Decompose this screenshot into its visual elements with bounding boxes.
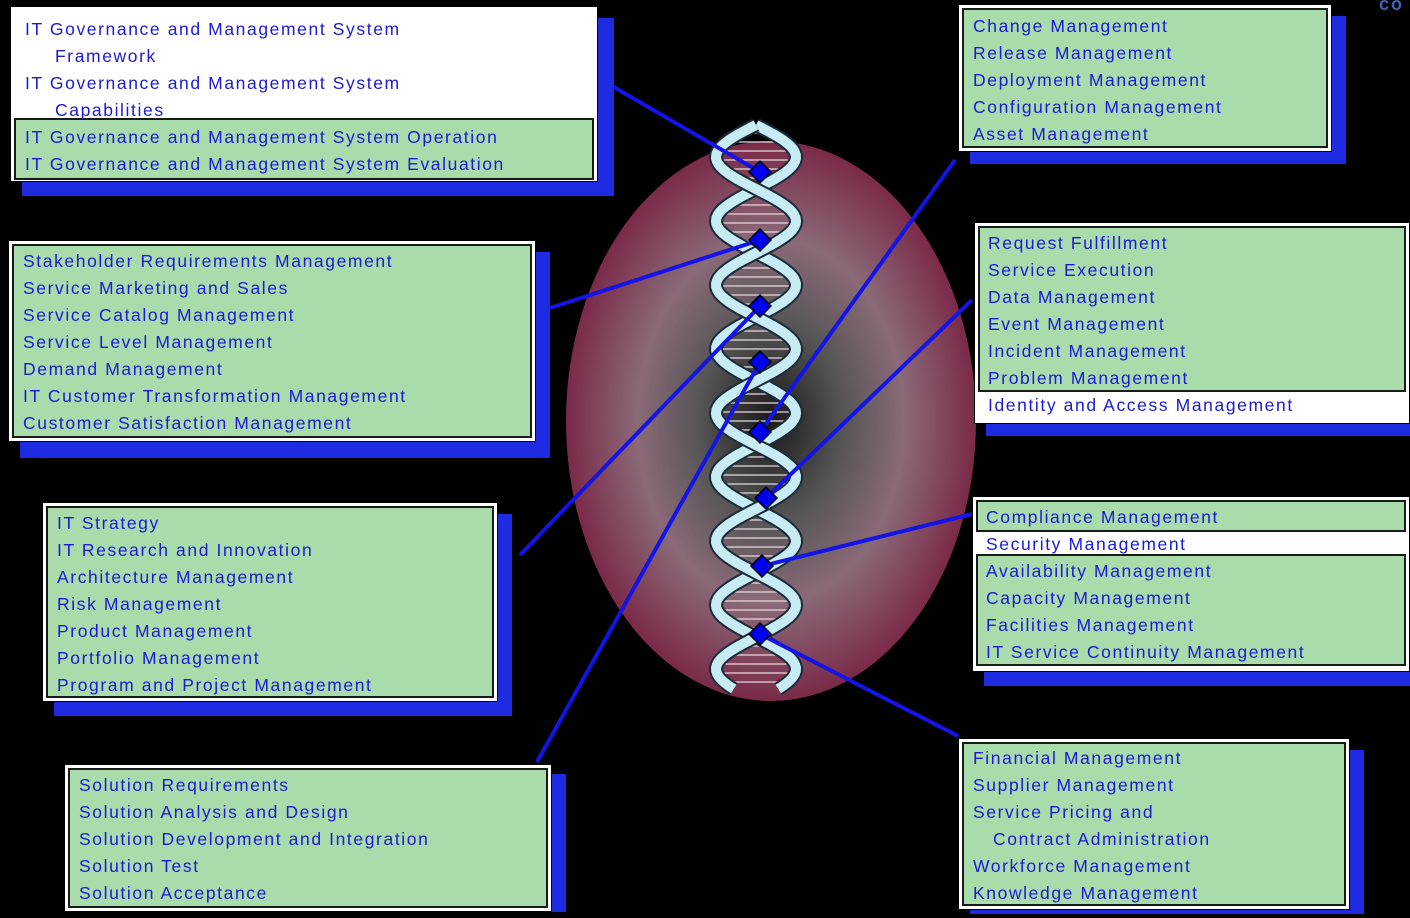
box-line: Framework: [55, 46, 157, 66]
box-line: Service Catalog Management: [23, 305, 296, 325]
node-diamond: [747, 227, 773, 253]
box-line: Problem Management: [988, 368, 1189, 388]
box-line: Service Marketing and Sales: [23, 278, 289, 298]
connector-line: [535, 361, 762, 763]
box-line: Financial Management: [973, 748, 1183, 768]
connector-line: [758, 158, 957, 434]
box-line: IT Governance and Management System: [25, 73, 401, 93]
box-line: Workforce Management: [973, 856, 1192, 876]
dna-helix-icon: [708, 118, 804, 695]
box-line: Solution Acceptance: [79, 883, 268, 903]
box-line: Capacity Management: [986, 588, 1192, 608]
helix-strand: [710, 120, 802, 694]
box-line: Incident Management: [988, 341, 1187, 361]
box-line: Capabilities: [55, 100, 165, 120]
box-line: Architecture Management: [57, 567, 295, 587]
box-line: Compliance Management: [986, 507, 1220, 527]
node-diamond: [747, 159, 773, 185]
stakeholder-box: Stakeholder Requirements Management Serv…: [8, 240, 550, 458]
corner-text: co: [1378, 0, 1404, 14]
connector-lines: [518, 84, 974, 763]
node-diamond: [747, 293, 773, 319]
node-diamond: [747, 621, 773, 647]
box-line: Deployment Management: [973, 70, 1207, 90]
box-line: IT Governance and Management System: [25, 19, 401, 39]
connector-line: [759, 632, 959, 738]
box-line: Stakeholder Requirements Management: [23, 251, 394, 271]
box-line: Release Management: [973, 43, 1174, 63]
box-line: Data Management: [988, 287, 1156, 307]
box-line: Security Management: [986, 534, 1187, 554]
connector-line: [764, 298, 974, 500]
governance-box: IT Governance and Management System Fram…: [10, 6, 614, 196]
box-line: Solution Analysis and Design: [79, 802, 350, 822]
box-line: Asset Management: [973, 124, 1150, 144]
box-line: IT Customer Transformation Management: [23, 386, 407, 406]
node-diamond: [747, 349, 773, 375]
connector-line: [549, 238, 761, 310]
node-diamonds: [747, 159, 779, 647]
box-line: Service Pricing and: [973, 802, 1155, 822]
compliance-box: Compliance Management Security Managemen…: [972, 496, 1410, 686]
box-line: Facilities Management: [986, 615, 1195, 635]
box-line: Request Fulfillment: [988, 233, 1169, 253]
node-diamond: [749, 553, 775, 579]
box-line: IT Research and Innovation: [57, 540, 314, 560]
request-box: Request Fulfillment Service Execution Da…: [974, 222, 1410, 436]
box-line: IT Governance and Management System Eval…: [25, 154, 505, 174]
box-line: IT Strategy: [57, 513, 160, 533]
box-line: Customer Satisfaction Management: [23, 413, 353, 433]
box-line: IT Governance and Management System Oper…: [25, 127, 499, 147]
box-line: Service Level Management: [23, 332, 274, 352]
node-diamond: [747, 419, 773, 445]
box-line: Event Management: [988, 314, 1166, 334]
box-line: Program and Project Management: [57, 675, 373, 695]
box-line: IT Service Continuity Management: [986, 642, 1306, 662]
box-line: Portfolio Management: [57, 648, 261, 668]
box-line: Change Management: [973, 16, 1169, 36]
box-line: Identity and Access Management: [988, 395, 1294, 415]
financial-box: Financial Management Supplier Management…: [958, 738, 1364, 914]
box-line: Availability Management: [986, 561, 1213, 581]
box-line: Demand Management: [23, 359, 224, 379]
box-line: Product Management: [57, 621, 254, 641]
box-line: Solution Test: [79, 856, 200, 876]
box-line: Risk Management: [57, 594, 223, 614]
node-diamond: [753, 485, 779, 511]
box-line: Configuration Management: [973, 97, 1223, 117]
connector-line: [518, 304, 762, 557]
connector-line: [761, 512, 973, 568]
strategy-box: IT Strategy IT Research and Innovation A…: [42, 502, 512, 716]
change-box: Change Management Release Management Dep…: [958, 4, 1346, 164]
box-line: Solution Development and Integration: [79, 829, 430, 849]
box-line: Solution Requirements: [79, 775, 290, 795]
box-line: Knowledge Management: [973, 883, 1199, 903]
box-line: Contract Administration: [993, 829, 1211, 849]
box-line: Service Execution: [988, 260, 1156, 280]
connector-line: [610, 84, 762, 174]
box-line: Supplier Management: [973, 775, 1175, 795]
helix-strand: [710, 120, 802, 694]
solution-box: Solution Requirements Solution Analysis …: [64, 764, 566, 912]
